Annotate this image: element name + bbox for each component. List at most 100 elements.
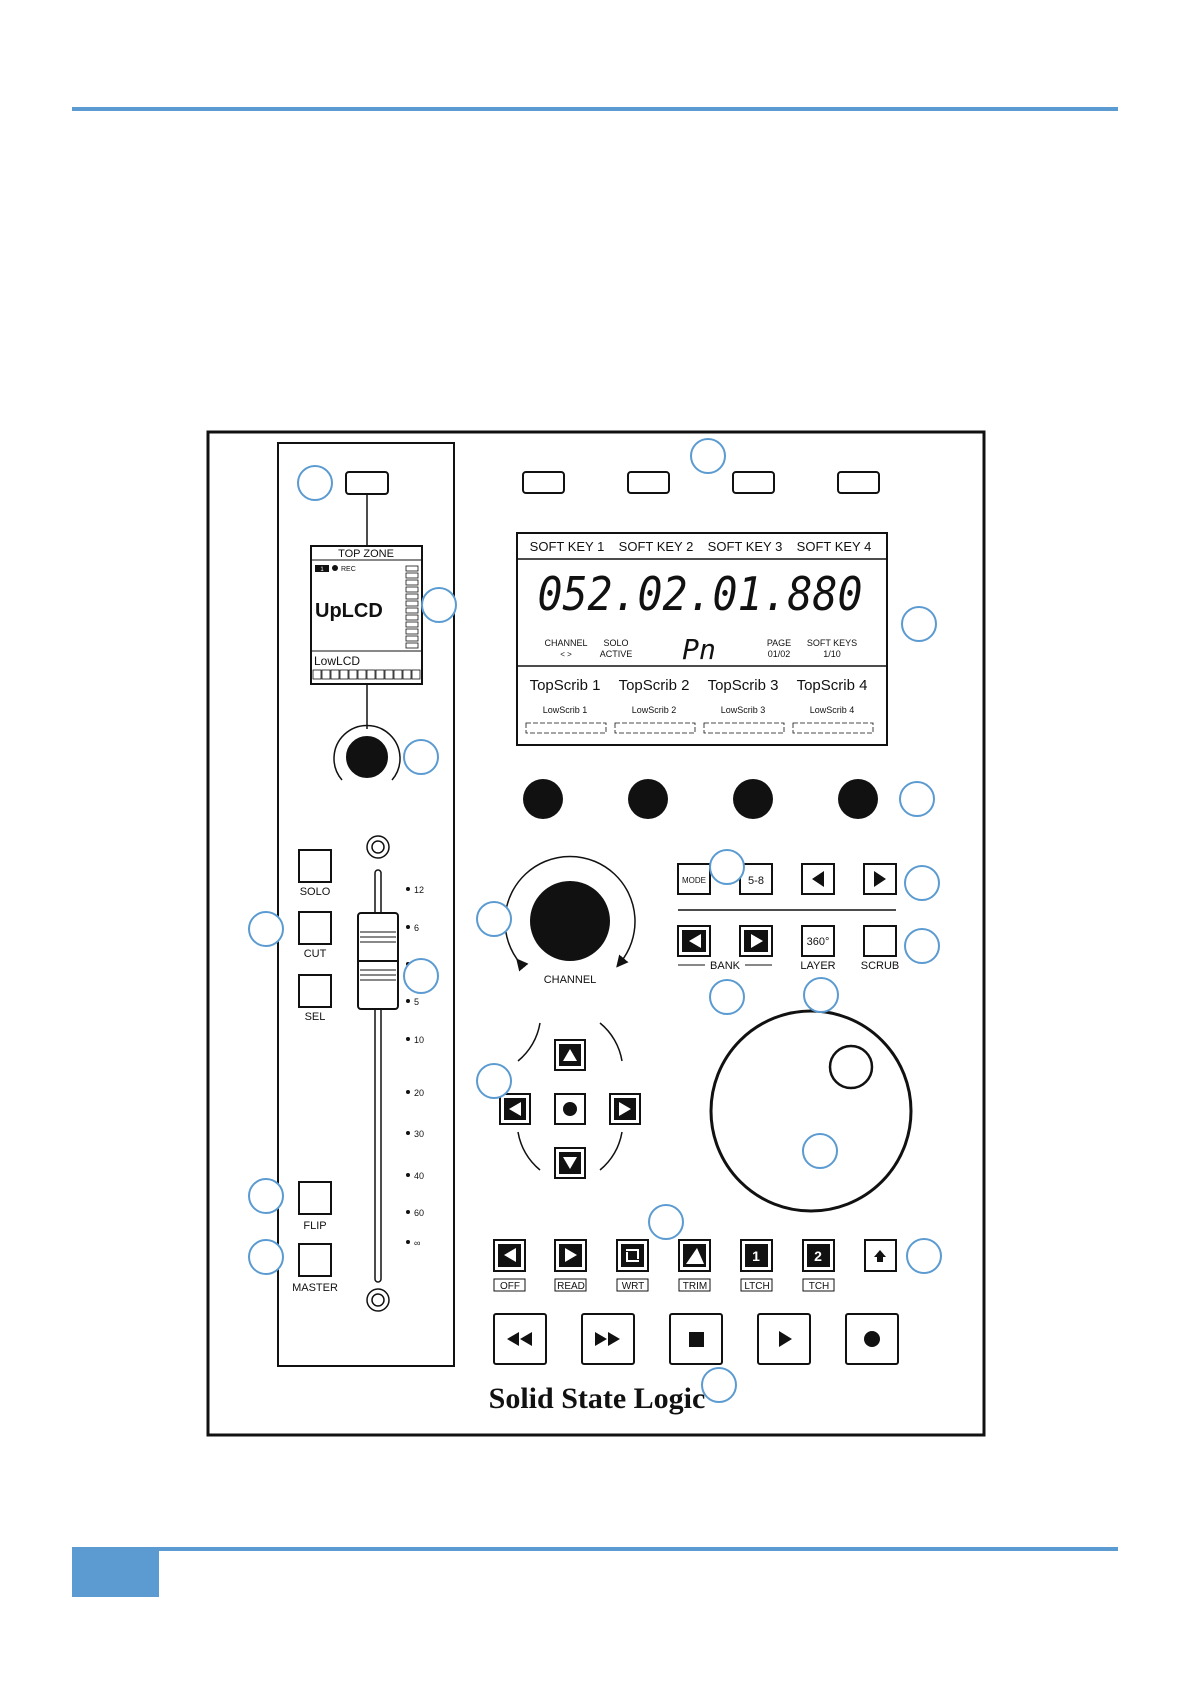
triangle-right-icon <box>565 1248 577 1262</box>
scale-dot <box>406 1240 410 1244</box>
scale-mark: 30 <box>414 1129 424 1139</box>
label-box <box>493 1278 526 1292</box>
channel-encoder-knob[interactable] <box>530 881 610 961</box>
mode-button-label: MODE <box>682 876 706 885</box>
brand-logo: Solid State Logic <box>489 1382 706 1415</box>
callout-marker <box>701 1367 737 1403</box>
callout-marker <box>904 928 940 964</box>
lcd-segment <box>348 669 358 680</box>
bank-5-8-label: 5-8 <box>748 875 764 887</box>
callout-marker <box>690 438 726 474</box>
strip-meter <box>405 565 419 649</box>
lcd-segment <box>312 669 322 680</box>
auto-touch-digit: 2 <box>814 1248 822 1264</box>
vpot-1-knob[interactable] <box>523 779 563 819</box>
automation-row: 1 2 OFF READ WRT TRIM LTCH TCH <box>493 1239 897 1292</box>
lcd-segment <box>366 669 376 680</box>
meter-segment <box>405 579 419 586</box>
flip-button[interactable] <box>298 1181 332 1215</box>
meter-segment <box>405 572 419 579</box>
layer-360-label: 360° <box>807 936 830 948</box>
cursor-ring-arc <box>517 1022 541 1062</box>
scale-dot <box>406 1037 410 1041</box>
bank-5-8-button[interactable] <box>739 863 773 895</box>
callout-marker <box>476 1063 512 1099</box>
callout-marker <box>904 865 940 901</box>
auto-touch-face <box>807 1244 830 1267</box>
callout-marker <box>648 1204 684 1240</box>
layer-label: LAYER <box>800 960 835 972</box>
auto-trim-label: TRIM <box>683 1281 707 1292</box>
callout-marker <box>802 1133 838 1169</box>
sel-label: SEL <box>305 1011 326 1023</box>
cursor-center-button[interactable] <box>554 1093 586 1125</box>
meter-segment <box>405 607 419 614</box>
mode-button[interactable] <box>677 863 711 895</box>
soft-key-4-button[interactable] <box>837 471 880 494</box>
channel-strip-frame <box>277 442 455 1367</box>
header-rule <box>72 107 1118 111</box>
callout-marker <box>421 587 457 623</box>
lcd-segment <box>393 669 403 680</box>
low-scrib-3: LowScrib 3 <box>721 705 766 715</box>
bank-label: BANK <box>710 960 741 972</box>
scale-dot <box>406 1173 410 1177</box>
strip-vpot-knob[interactable] <box>346 736 388 778</box>
callout-marker <box>248 911 284 947</box>
sel-button[interactable] <box>298 974 332 1008</box>
soft-key-3-button[interactable] <box>732 471 775 494</box>
scale-dot <box>406 1131 410 1135</box>
footer-rule <box>72 1547 1118 1551</box>
main-display-frame <box>516 532 888 746</box>
rec-track-badge <box>315 565 329 572</box>
lcd-segment <box>339 669 349 680</box>
jog-wheel[interactable] <box>709 1009 913 1213</box>
label-box <box>678 1278 711 1292</box>
solo-button[interactable] <box>298 849 332 883</box>
info-channel-arrows: < > <box>560 650 572 659</box>
record-icon <box>864 1331 880 1347</box>
flip-label: FLIP <box>303 1220 326 1232</box>
soft-key-1-button[interactable] <box>522 471 565 494</box>
auto-touch-label: TCH <box>809 1281 830 1292</box>
fader-cap[interactable] <box>357 912 399 1010</box>
rec-indicator-icon <box>332 565 338 571</box>
vpot-4-knob[interactable] <box>838 779 878 819</box>
master-label: MASTER <box>292 1282 338 1294</box>
cut-button[interactable] <box>298 911 332 945</box>
scale-dot <box>406 999 410 1003</box>
dot-icon <box>563 1102 577 1116</box>
scale-mark: 6 <box>414 923 419 933</box>
info-mode-glyph: Pn <box>682 633 716 666</box>
callout-marker <box>803 977 839 1013</box>
callout-marker <box>709 979 745 1015</box>
triangle-left-icon <box>504 1248 516 1262</box>
layer-360-button[interactable] <box>801 925 835 957</box>
meter-segment <box>405 628 419 635</box>
cursor-pad <box>499 1022 641 1179</box>
soft-key-2-button[interactable] <box>627 471 670 494</box>
stop-icon <box>689 1332 704 1347</box>
callout-marker <box>709 849 745 885</box>
meter-segment <box>405 621 419 628</box>
top-zone-button[interactable] <box>345 471 389 495</box>
triangle-left-icon <box>812 871 824 887</box>
scrib-meter-2 <box>614 722 696 734</box>
soft-key-label-4: SOFT KEY 4 <box>797 539 872 554</box>
scrub-button[interactable] <box>863 925 897 957</box>
fader-bottom-screw-inner <box>371 1293 385 1307</box>
master-button[interactable] <box>298 1243 332 1277</box>
scale-dot <box>406 1210 410 1214</box>
auto-latch-digit: 1 <box>752 1248 760 1264</box>
meter-segment <box>405 593 419 600</box>
auto-off-label: OFF <box>500 1281 520 1292</box>
vpot-2-knob[interactable] <box>628 779 668 819</box>
trim-ramp-icon <box>686 1248 704 1264</box>
vpot-arc <box>333 724 401 781</box>
page-number-tab <box>72 1547 159 1597</box>
top-scrib-1: TopScrib 1 <box>530 677 601 694</box>
vpot-3-knob[interactable] <box>733 779 773 819</box>
meter-segment <box>405 614 419 621</box>
meter-segment <box>405 635 419 642</box>
info-channel-label: CHANNEL <box>544 638 587 648</box>
